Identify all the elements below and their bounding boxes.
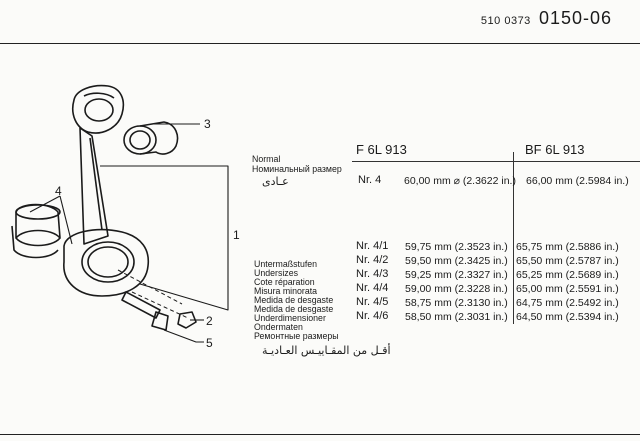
normal-f-value: 60,00 mm ⌀ (2.3622 in.)	[404, 175, 516, 187]
table-header-rule	[352, 161, 640, 162]
undersize-f-value: 58,50 mm (2.3031 in.)	[405, 311, 508, 323]
undersize-f-value: 59,50 mm (2.3425 in.)	[405, 255, 508, 267]
rod-shank	[79, 127, 109, 245]
undersize-label-arabic: أقـل من المقـاييـس العـاديـة	[262, 344, 391, 357]
undersize-nr: Nr. 4/5	[356, 296, 389, 308]
column-header-f: F 6L 913	[356, 142, 407, 157]
undersize-label-pt: Medida de desgaste	[254, 304, 334, 314]
big-end-bore	[81, 241, 135, 283]
undersize-bf-value: 65,25 mm (2.5689 in.)	[516, 269, 619, 281]
undersize-bf-value: 65,50 mm (2.5787 in.)	[516, 255, 619, 267]
frame-bottom-line	[0, 434, 640, 435]
normal-nr: Nr. 4	[358, 174, 382, 186]
normal-bf-value: 66,00 mm (2.5984 in.)	[526, 175, 629, 187]
undersize-label-es: Medida de desgaste	[254, 295, 334, 305]
normal-label-arabic: عـادى	[262, 175, 289, 188]
column-header-bf: BF 6L 913	[525, 142, 585, 157]
rod-big-end	[63, 228, 150, 297]
undersize-f-value: 59,75 mm (2.3523 in.)	[405, 241, 508, 253]
undersize-bf-value: 64,50 mm (2.5394 in.)	[516, 311, 619, 323]
doc-prefix: 510 0373	[480, 15, 531, 27]
undersize-nr: Nr. 4/1	[356, 240, 389, 252]
conrod-bolt	[121, 291, 161, 319]
undersize-bf-value: 65,00 mm (2.5591 in.)	[516, 283, 619, 295]
undersize-label-it: Misura minorata	[254, 286, 318, 296]
undersize-label-de: Untermaßstufen	[254, 259, 318, 269]
undersize-nr: Nr. 4/2	[356, 254, 389, 266]
callout-5: 5	[206, 336, 213, 350]
callout-3: 3	[204, 117, 211, 131]
undersize-f-value: 59,25 mm (2.3327 in.)	[405, 269, 508, 281]
small-end-bore	[84, 98, 114, 122]
bearing-shell-lower	[11, 225, 59, 259]
undersize-bf-value: 64,75 mm (2.5492 in.)	[516, 297, 619, 309]
undersize-label-ru: Ремонтные размеры	[254, 331, 339, 341]
callout-1: 1	[233, 228, 240, 242]
rod-small-end	[72, 84, 125, 134]
normal-label-1: Normal	[252, 154, 281, 164]
undersize-label-sv: Underdimensioner	[254, 313, 326, 323]
normal-label-2: Номинальный размер	[252, 164, 342, 174]
doc-code: 0150-06	[538, 8, 612, 28]
undersize-f-value: 58,75 mm (2.3130 in.)	[405, 297, 508, 309]
callout-4: 4	[55, 184, 62, 198]
document-number: 510 0373 0150-06	[481, 8, 612, 29]
undersize-nr: Nr. 4/4	[356, 282, 389, 294]
bearing-shell-upper	[15, 203, 61, 239]
conrod-nut	[177, 311, 197, 329]
undersize-nr: Nr. 4/3	[356, 268, 389, 280]
frame-top-line	[0, 43, 640, 44]
undersize-label-en: Undersizes	[254, 268, 299, 278]
undersize-bf-value: 65,75 mm (2.5886 in.)	[516, 241, 619, 253]
undersize-f-value: 59,00 mm (2.3228 in.)	[405, 283, 508, 295]
undersize-label-fr: Cote réparation	[254, 277, 315, 287]
undersize-label-nl: Ondermaten	[254, 322, 303, 332]
callout-2: 2	[206, 314, 213, 328]
undersize-nr: Nr. 4/6	[356, 310, 389, 322]
column-divider	[513, 152, 514, 324]
